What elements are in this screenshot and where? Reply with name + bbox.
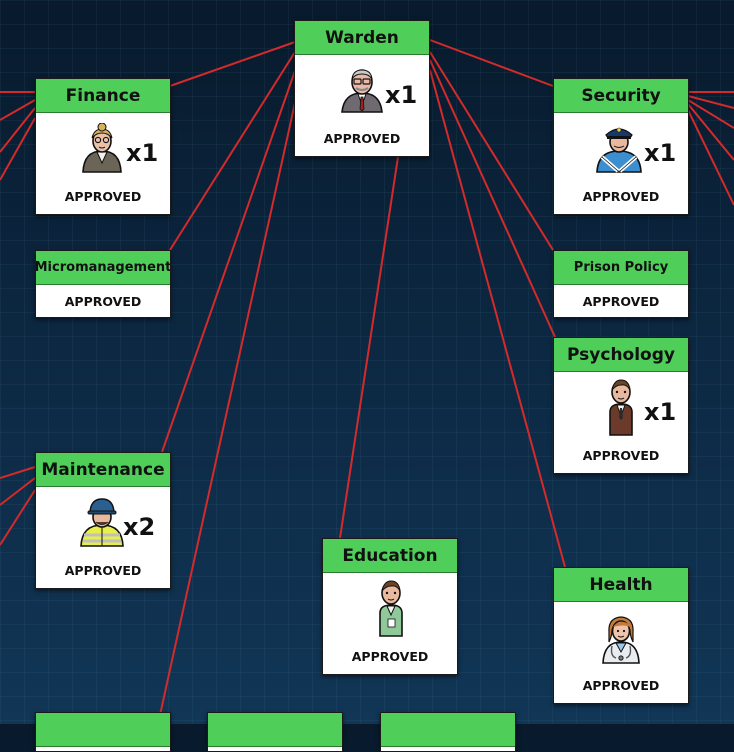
connector-finance-left-4	[0, 117, 36, 181]
connector-warden-security	[429, 39, 554, 87]
department-header-partial	[381, 713, 515, 747]
department-card-prison-policy[interactable]: Prison Policy APPROVED	[553, 250, 689, 318]
department-card-micromanagement[interactable]: Micromanagement APPROVED	[35, 250, 171, 318]
department-card-offscreen-3[interactable]	[380, 712, 516, 752]
connector-finance-left-2	[0, 99, 36, 121]
department-card-warden[interactable]: Warden x1 APPROVED	[294, 20, 430, 157]
connector-lines	[0, 39, 734, 716]
department-card-psychology[interactable]: Psychology x1 APPROVED	[553, 337, 689, 474]
staff-count: x1	[644, 139, 677, 167]
approval-status: APPROVED	[582, 294, 660, 309]
connector-warden-maintenance	[161, 64, 298, 453]
psychologist-portrait-icon	[609, 379, 633, 436]
approval-status: APPROVED	[582, 189, 660, 204]
department-title: Health	[554, 568, 688, 602]
connector-warden-prison-policy	[429, 51, 554, 251]
foreman-portrait-icon	[80, 498, 124, 547]
doctor-portrait-icon	[602, 616, 640, 664]
staff-count: x1	[385, 81, 418, 109]
department-card-maintenance[interactable]: Maintenance x2 APPROVED	[35, 452, 171, 589]
approval-status: APPROVED	[64, 294, 142, 309]
department-card-offscreen-2[interactable]	[207, 712, 343, 752]
department-title: Micromanagement	[36, 251, 170, 285]
department-card-health[interactable]: Health APPROVED	[553, 567, 689, 704]
staff-count: x1	[126, 139, 159, 167]
department-title: Education	[323, 539, 457, 573]
department-card-finance[interactable]: Finance x1 APPROVED	[35, 78, 171, 215]
staff-count: x1	[644, 398, 677, 426]
department-card-education[interactable]: Education APPROVED	[322, 538, 458, 675]
connector-maintenance-left-2	[0, 477, 36, 506]
connector-warden-micromanagement	[169, 51, 296, 251]
department-title: Psychology	[554, 338, 688, 372]
connector-security-right-2	[687, 95, 734, 109]
department-title: Security	[554, 79, 688, 113]
connector-warden-offscreen-1	[159, 79, 301, 716]
approval-status: APPROVED	[351, 649, 429, 664]
department-title: Maintenance	[36, 453, 170, 487]
approval-status: APPROVED	[64, 563, 142, 578]
warden-portrait-icon	[341, 69, 383, 113]
department-title: Prison Policy	[554, 251, 688, 285]
accountant-portrait-icon	[82, 123, 122, 173]
connector-security-right-4	[687, 103, 734, 161]
teacher-portrait-icon	[379, 580, 403, 637]
department-card-offscreen-1[interactable]	[35, 712, 171, 752]
department-title: Finance	[36, 79, 170, 113]
connector-warden-health	[429, 69, 566, 568]
chief-guard-portrait-icon	[596, 127, 642, 173]
connector-security-right-5	[687, 109, 734, 206]
connector-maintenance-left-3	[0, 489, 36, 546]
connector-finance-left-3	[0, 107, 36, 153]
connector-maintenance-left-1	[0, 466, 36, 479]
department-title: Warden	[295, 21, 429, 55]
department-card-security[interactable]: Security x1 APPROVED	[553, 78, 689, 215]
connector-warden-finance	[169, 41, 296, 87]
connector-warden-psychology	[429, 59, 556, 338]
department-header-partial	[36, 713, 170, 747]
approval-status: APPROVED	[582, 448, 660, 463]
approval-status: APPROVED	[323, 131, 401, 146]
connector-warden-education	[339, 156, 399, 539]
approval-status: APPROVED	[582, 678, 660, 693]
connector-security-right-3	[687, 99, 734, 129]
department-header-partial	[208, 713, 342, 747]
approval-status: APPROVED	[64, 189, 142, 204]
staff-count: x2	[123, 513, 156, 541]
